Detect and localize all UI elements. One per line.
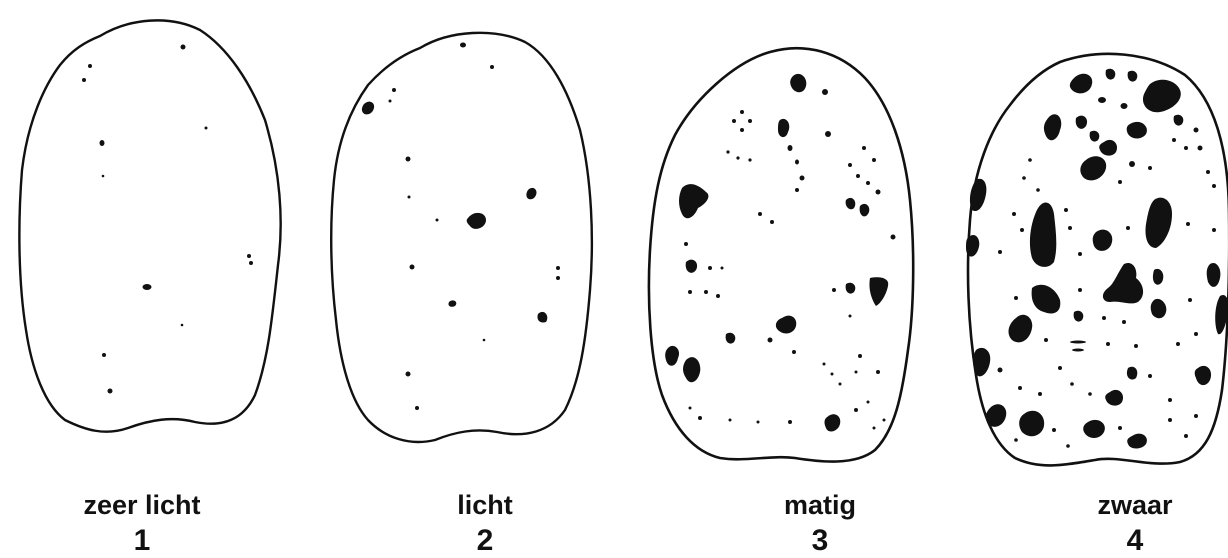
egg-4-outline [968, 54, 1228, 466]
egg-1 [19, 20, 280, 431]
egg-1-label: zeer licht [52, 490, 232, 520]
egg-3-caption: matig 3 [730, 490, 910, 558]
egg-2-label: licht [395, 490, 575, 520]
egg-4-label: zwaar [1050, 490, 1220, 520]
egg-3-label: matig [730, 490, 910, 520]
egg-1-outline [19, 20, 280, 431]
egg-4 [966, 54, 1228, 466]
egg-2-caption: licht 2 [395, 490, 575, 558]
egg-1-level: 1 [52, 524, 232, 558]
egg-2-spots [362, 43, 560, 411]
egg-1-spots [82, 45, 253, 394]
egg-4-spots [966, 69, 1228, 449]
egg-1-caption: zeer licht 1 [52, 490, 232, 558]
egg-3-outline [649, 48, 913, 461]
egg-2-level: 2 [395, 524, 575, 558]
egg-3 [649, 48, 913, 461]
egg-3-level: 3 [730, 524, 910, 558]
egg-2 [331, 33, 592, 442]
egg-2-outline [331, 33, 592, 442]
egg-4-caption: zwaar 4 [1050, 490, 1220, 558]
egg-3-spots [665, 74, 895, 432]
egg-4-level: 4 [1050, 524, 1220, 558]
